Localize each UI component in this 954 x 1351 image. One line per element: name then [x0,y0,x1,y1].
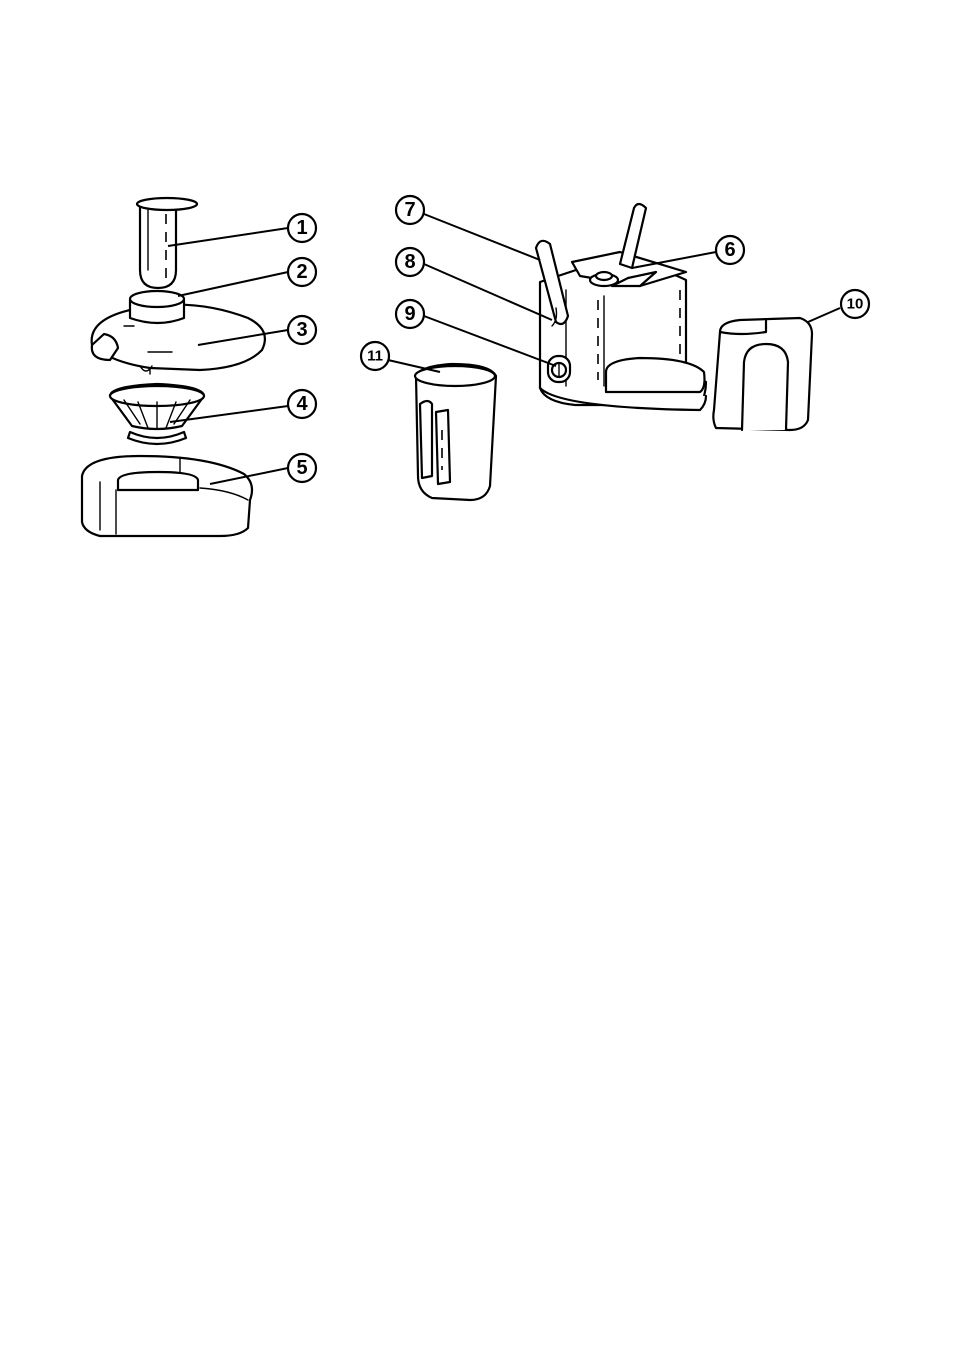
callout-9: 9 [396,300,424,328]
callout-6: 6 [716,236,744,264]
feed-tube [130,291,184,323]
callout-number: 2 [296,261,307,283]
callout-8: 8 [396,248,424,276]
pulp-container-upper [82,456,252,536]
filter-basket [110,384,204,444]
callout-2: 2 [288,258,316,286]
callout-number: 10 [847,296,864,313]
callout-10: 10 [841,290,869,318]
callout-number: 9 [404,303,415,325]
callout-number: 1 [296,217,307,239]
pulp-container [713,318,812,430]
callout-number: 3 [296,319,307,341]
callout-11: 11 [361,342,389,370]
callout-3: 3 [288,316,316,344]
callout-number: 6 [724,239,735,261]
callout-1: 1 [288,214,316,242]
callout-number: 8 [404,251,415,273]
juice-jug [415,364,496,500]
callout-5: 5 [288,454,316,482]
callout-7: 7 [396,196,424,224]
callout-number: 11 [367,348,383,365]
callout-number: 5 [296,457,307,479]
motor-base [540,252,706,410]
switch [548,356,570,382]
callout-4: 4 [288,390,316,418]
callout-number: 4 [296,393,308,415]
callout-number: 7 [404,199,415,221]
